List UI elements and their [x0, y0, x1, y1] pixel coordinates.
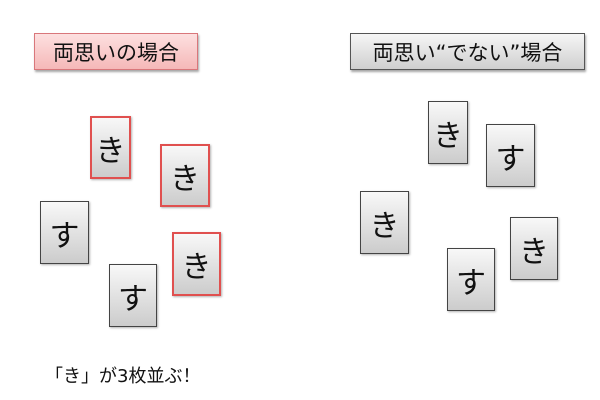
card-ki: き [428, 101, 468, 164]
card-ki: き [160, 144, 210, 207]
card-ki: き [172, 232, 221, 296]
card-ki: き [510, 217, 558, 280]
card-ki: き [360, 191, 409, 254]
card-su: す [447, 248, 495, 311]
caption: 「き」が3枚並ぶ！ [45, 366, 201, 387]
non-mutual-case-title: 両思い“でない”場合 [350, 33, 585, 70]
card-su: す [109, 264, 157, 327]
card-ki: き [90, 116, 131, 179]
mutual-case-title: 両思いの場合 [34, 33, 198, 70]
card-su: す [40, 201, 89, 264]
card-su: す [486, 124, 535, 187]
